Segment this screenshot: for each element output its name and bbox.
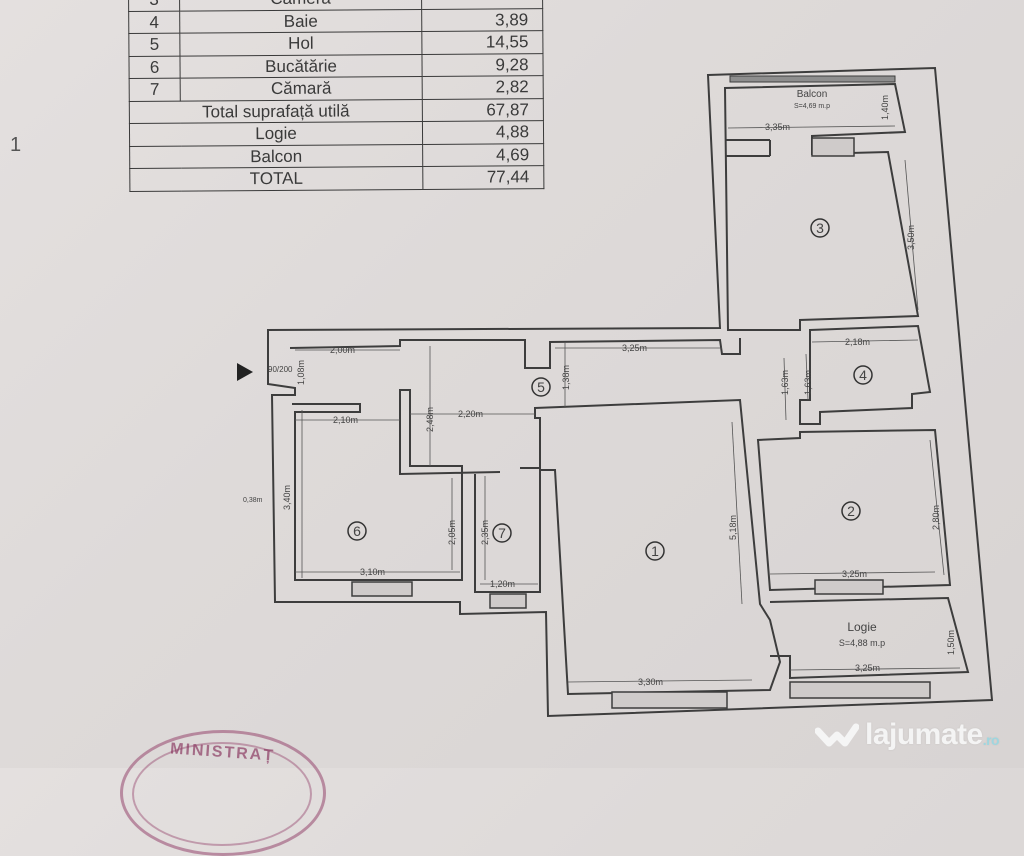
dimension-label: 3,25m	[842, 569, 867, 579]
watermark-brand: lajumate	[865, 718, 983, 751]
dimension-label: 3,25m	[855, 663, 880, 673]
room-marker-7: 7	[498, 525, 506, 541]
dimension-label: 2,10m	[333, 415, 358, 425]
door-size-label: 90/200	[268, 365, 293, 374]
dimension-label: 2,05m	[447, 520, 457, 545]
dimension-label: 3,35m	[765, 122, 790, 132]
dimension-label: 1,50m	[946, 630, 956, 655]
lajumate-watermark: lajumate .ro	[815, 718, 1000, 752]
balcon-area: S=4,69 m.p	[794, 103, 830, 110]
lajumate-logo-icon	[815, 723, 859, 747]
dimension-label: 2,18m	[845, 337, 870, 347]
outer-wall	[267, 66, 994, 718]
room-marker-1: 1	[651, 543, 659, 559]
dimension-label: 1,63m	[803, 370, 813, 395]
window	[789, 681, 931, 699]
room-marker-4: 4	[859, 367, 867, 383]
room-marker-5: 5	[537, 379, 545, 395]
watermark-tld: .ro	[982, 732, 1000, 748]
dimension-label: 2,00m	[330, 345, 355, 355]
logie-area: S=4,88 m.p	[839, 638, 885, 648]
margin-pen-mark: 1	[10, 134, 22, 156]
dimension-label: 3,10m	[360, 567, 385, 577]
window	[814, 579, 884, 595]
window	[811, 137, 855, 157]
dimension-label: 3,40m	[282, 485, 292, 510]
dimension-label: 1,38m	[561, 365, 571, 390]
room-marker-2: 2	[847, 503, 855, 519]
balcon-title: Balcon	[797, 89, 828, 100]
dimension-label: 5,18m	[728, 515, 738, 540]
dimension-label: 2,35m	[480, 520, 490, 545]
room-marker-6: 6	[353, 523, 361, 539]
dimension-label: 3,50m	[906, 225, 916, 250]
dimension-label: 1,63m	[780, 370, 790, 395]
window	[351, 581, 413, 597]
dimension-label: 1,08m	[296, 360, 306, 385]
dimension-label: 2,80m	[931, 505, 941, 530]
dimension-label: 1,40m	[880, 95, 890, 120]
logie-title: Logie	[847, 620, 877, 634]
floor-plan-drawing: 2,00m 3,25m 2,20m 2,10m 3,10m 1,20m 3,30…	[237, 66, 994, 718]
dimension-label: 3,25m	[622, 343, 647, 353]
window	[489, 593, 527, 609]
dimension-label: 2,48m	[425, 407, 435, 432]
entrance-arrow-icon	[237, 363, 253, 381]
dimension-label: 0,38m	[243, 497, 263, 504]
dimension-label: 3,30m	[638, 677, 663, 687]
window	[611, 691, 728, 709]
dimension-label: 1,20m	[490, 579, 515, 589]
room-marker-3: 3	[816, 220, 824, 236]
dimension-label: 2,20m	[458, 409, 483, 419]
